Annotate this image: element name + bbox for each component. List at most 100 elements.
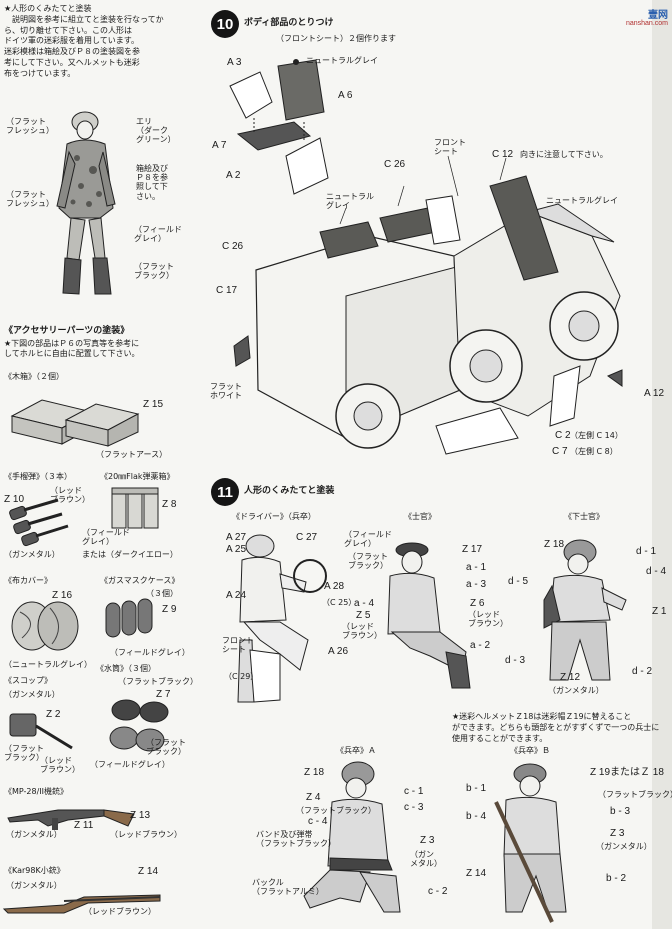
step10-a6: A 6 bbox=[338, 90, 353, 101]
driver-a27: A 27 bbox=[226, 532, 247, 543]
soldier-b-b2: b - 2 bbox=[606, 873, 627, 884]
nco-gunmetal: （ガンメタル） bbox=[548, 686, 604, 695]
accessory-section-title: 《アクセサリーパーツの塗装》 bbox=[4, 326, 130, 336]
gasmask-color-field-grey: （フィールドグレイ） bbox=[110, 648, 190, 657]
gasmask-case-illustration bbox=[105, 598, 153, 638]
flak-color-dark-yellow: または（ダークイエロー） bbox=[82, 550, 178, 559]
step-10-title: ボディ部品のとりつけ bbox=[244, 18, 334, 28]
nco-title: 《下士官》 bbox=[564, 512, 604, 521]
stick-grenades-illustration bbox=[9, 498, 69, 547]
accessory-note: ★下図の部品はＰ６の写真等を参考に してホルヒに自由に配置して下さい。 bbox=[4, 339, 140, 359]
soldier-a-figure-drawing bbox=[303, 761, 401, 913]
horch-vehicle-body-drawing bbox=[233, 155, 623, 455]
soldier-b-b4: b - 4 bbox=[466, 811, 487, 822]
driver-front-seat: フロント シート bbox=[222, 636, 254, 655]
flak-ammo-part-number: Z 8 bbox=[162, 499, 177, 510]
shovel-color-flat-black: （フラット ブラック） bbox=[4, 744, 44, 763]
soldier-a-c4: c - 4 bbox=[308, 816, 328, 827]
soldier-a-title: 《兵卒》Ａ bbox=[336, 746, 376, 755]
officer-a1: a - 1 bbox=[466, 562, 487, 573]
step10-c26-b: C 26 bbox=[222, 241, 244, 252]
soldier-b-title: 《兵卒》Ｂ bbox=[510, 746, 550, 755]
cover-title: 《布カバー》 bbox=[4, 576, 52, 585]
kar98-rifle-illustration bbox=[2, 894, 161, 914]
label-boots-flat-black: （フラット ブラック） bbox=[134, 262, 174, 281]
driver-figure-drawing bbox=[237, 534, 327, 703]
step10-c7: C 7 bbox=[552, 446, 568, 457]
front-seat-exploded-drawing bbox=[229, 59, 329, 195]
grenade-color-red-brown: （レッド ブラウン） bbox=[50, 486, 90, 505]
nco-d3: d - 3 bbox=[505, 655, 526, 666]
soldier-a-band-flat-black: バンド及び弾帯 （フラットブラック） bbox=[256, 830, 336, 849]
driver-a24: A 24 bbox=[226, 590, 247, 601]
nco-z1: Z 1 bbox=[652, 606, 667, 617]
figure-intro-text: ★人形のくみたてと塗装 説明図を参考に組立てと塗装を行なってか ら、切り離せて下… bbox=[4, 4, 164, 78]
nco-d2: d - 2 bbox=[632, 666, 653, 677]
step10-c12: C 12 bbox=[492, 149, 514, 160]
crate-color-label: （フラットアース） bbox=[96, 450, 168, 459]
flak-ammo-title: 《20㎜Flak弾薬箱》 bbox=[100, 472, 175, 481]
crate-title: 《木箱》（２個） bbox=[4, 372, 64, 381]
soldier-a-c3: c - 3 bbox=[404, 802, 424, 813]
driver-c25: （C 25） bbox=[322, 598, 357, 607]
canteen-part-number: Z 7 bbox=[156, 689, 171, 700]
driver-c27: C 27 bbox=[296, 532, 318, 543]
step10-neutral-grey-1: ニュートラルグレイ bbox=[306, 56, 378, 65]
soldier-b-b1: b - 1 bbox=[466, 783, 487, 794]
grenade-color-gunmetal: （ガンメタル） bbox=[4, 550, 60, 559]
step-11-badge: 11 bbox=[211, 478, 239, 506]
soldier-b-z19-or-z18: Z 19またはＺ 18 bbox=[590, 767, 664, 778]
driver-c29: （C 29） bbox=[224, 672, 259, 681]
canteens-illustration bbox=[109, 699, 169, 752]
step10-neutral-grey-3: ニュートラル グレイ bbox=[326, 192, 374, 211]
step10-c12-note: 向きに注意して下さい。 bbox=[520, 150, 608, 159]
mp28-smg-illustration bbox=[7, 809, 135, 830]
driver-a25: A 25 bbox=[226, 544, 247, 555]
officer-a3: a - 3 bbox=[466, 579, 487, 590]
canteen-color-flat-black-2: （フラット ブラック） bbox=[146, 738, 186, 757]
step10-front-seat-label: フロント シート bbox=[434, 138, 466, 157]
watermark-url: nanshan.com bbox=[625, 20, 668, 27]
soldier-a-z18: Z 18 bbox=[304, 767, 325, 778]
officer-red-brown-1: （レッド ブラウン） bbox=[342, 622, 382, 641]
shovel-color-gunmetal: （ガンメタル） bbox=[4, 690, 60, 699]
kar98-color-gunmetal: （ガンメタル） bbox=[6, 881, 62, 890]
mp28-part-z13: Z 13 bbox=[130, 810, 151, 821]
soldier-a-z3: Z 3 bbox=[420, 835, 435, 846]
kar98-title: 《Kar98K小銃》 bbox=[4, 866, 65, 875]
step10-c2: C 2 bbox=[555, 430, 571, 441]
soldier-a-buckle: バックル （フラットアルミ） bbox=[252, 878, 324, 897]
gasmask-title: 《ガスマスクケース》 bbox=[100, 576, 180, 585]
step10-a2: A 2 bbox=[226, 170, 241, 181]
grenade-title: 《手榴弾》（３本） bbox=[4, 472, 72, 481]
nco-z12: Z 12 bbox=[560, 672, 581, 683]
flak-ammo-box-illustration bbox=[111, 487, 159, 529]
nco-figure-drawing bbox=[543, 539, 627, 681]
officer-title: 《士官》 bbox=[404, 512, 436, 521]
shovel-title: 《スコップ》 bbox=[4, 676, 52, 685]
step10-c7-note: （左側 C 8） bbox=[570, 447, 618, 456]
soldier-a-gunmetal: （ガン メタル） bbox=[410, 850, 442, 869]
soldier-a-z4: Z 4 bbox=[306, 792, 321, 803]
mp28-part-z11: Z 11 bbox=[74, 820, 94, 831]
soldier-b-b3: b - 3 bbox=[610, 806, 631, 817]
step10-c26-a: C 26 bbox=[384, 159, 406, 170]
nco-d1: d - 1 bbox=[636, 546, 657, 557]
step10-a12: A 12 bbox=[644, 388, 665, 399]
shovel-illustration bbox=[9, 713, 73, 750]
soldier-b-z3: Z 3 bbox=[610, 828, 625, 839]
label-camo-refer-box: 箱絵及び Ｐ８を参 照して下 さい。 bbox=[136, 164, 168, 201]
mp28-color-gunmetal: （ガンメタル） bbox=[6, 830, 62, 839]
shovel-part-number: Z 2 bbox=[46, 709, 61, 720]
camouflage-figure-illustration bbox=[56, 111, 116, 295]
soldier-a-c1: c - 1 bbox=[404, 786, 424, 797]
step10-neutral-grey-2: ニュートラルグレイ bbox=[546, 196, 618, 205]
soldier-b-gunmetal: （ガンメタル） bbox=[596, 842, 652, 851]
watermark-logo: 壹网 bbox=[648, 10, 668, 21]
soldier-a-c2: c - 2 bbox=[428, 886, 448, 897]
gasmask-count: （３個） bbox=[146, 589, 178, 598]
officer-z17: Z 17 bbox=[462, 544, 483, 555]
canteen-color-flat-black: （フラットブラック） bbox=[118, 677, 198, 686]
nco-d5: d - 5 bbox=[508, 576, 529, 587]
step10-a3: A 3 bbox=[227, 57, 242, 68]
